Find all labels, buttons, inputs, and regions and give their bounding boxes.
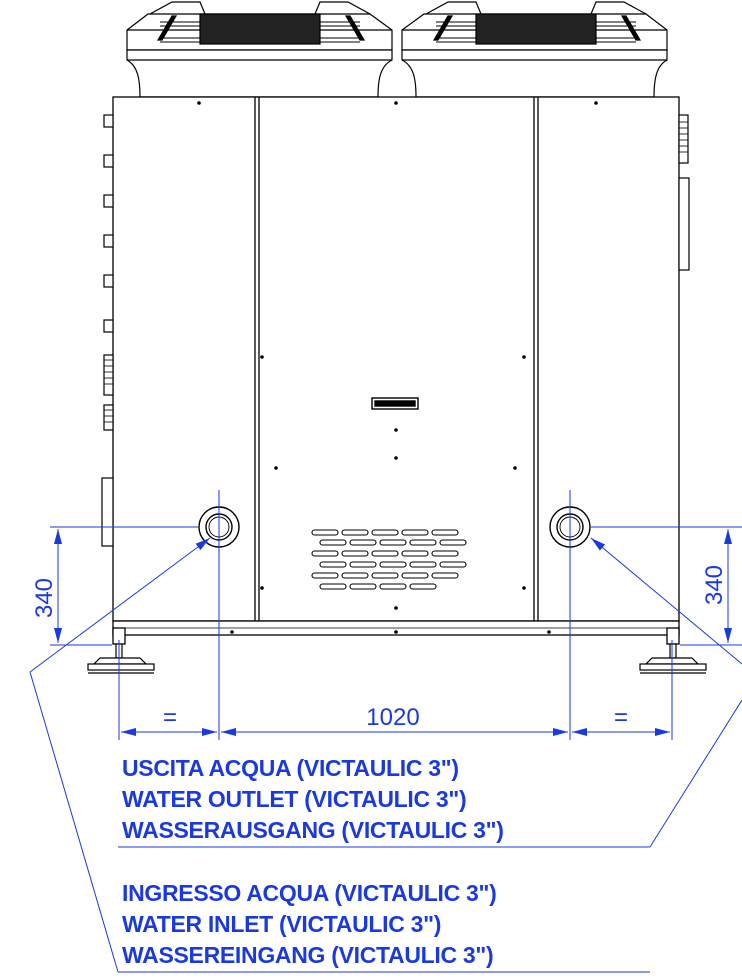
dim-right-height: 340 <box>701 565 728 605</box>
outlet-label-en: WATER OUTLET (VICTAULIC 3") <box>122 786 467 812</box>
left-foot <box>87 643 155 674</box>
inlet-label-en: WATER INLET (VICTAULIC 3") <box>122 911 442 937</box>
right-foot <box>639 643 707 674</box>
dim-center-width: 1020 <box>366 704 419 731</box>
panel-handle <box>371 397 419 410</box>
dimension-lines <box>29 490 742 973</box>
outlet-label-de: WASSERAUSGANG (VICTAULIC 3") <box>122 817 504 843</box>
dim-left-equal: = <box>163 704 177 731</box>
dim-left-height: 340 <box>31 578 58 618</box>
inlet-label-de: WASSEREINGANG (VICTAULIC 3") <box>122 942 494 968</box>
left-side-brackets <box>101 114 114 547</box>
right-fan-housing <box>401 1 668 98</box>
dim-right-equal: = <box>614 704 628 731</box>
panel-screws <box>197 101 598 634</box>
vent-slots <box>311 529 467 590</box>
left-fan-housing <box>126 1 393 98</box>
inlet-label-it: INGRESSO ACQUA (VICTAULIC 3") <box>122 880 497 906</box>
outlet-label-it: USCITA ACQUA (VICTAULIC 3") <box>122 755 459 781</box>
right-side-brackets <box>678 114 690 271</box>
